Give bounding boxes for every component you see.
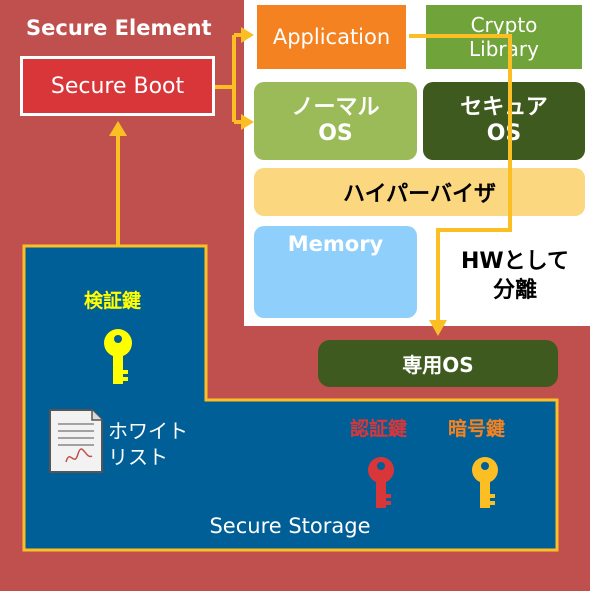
key-icon [104,329,132,384]
whitelist-line-2: リスト [108,445,168,469]
whitelist-label: ホワイト リスト [108,418,188,470]
normal-os-line-1: ノーマル [291,94,380,120]
hw-sep-line-1: HWとして [460,249,570,274]
hw-separation-label: HWとして 分離 [450,248,580,305]
key-icon [472,457,498,508]
arrow-head-dedicated-os [429,320,447,336]
arrow-head-application [241,27,254,43]
crypto-line-2: Library [469,37,539,61]
normal-os-line-2: OS [318,121,353,146]
secure-storage-label: Secure Storage [209,514,371,538]
arrow-head-normal-os [241,114,254,130]
normal-os-box: ノーマル OS [254,82,417,160]
secure-boot-box: Secure Boot [20,56,215,116]
encryption-key-label: 暗号鍵 [448,418,506,440]
hw-sep-line-2: 分離 [492,277,537,303]
dedicated-os-box: 専用OS [318,340,558,387]
memory-box: Memory [254,226,417,318]
arrow-app-to-dedicated-os [409,34,512,320]
application-box: Application [254,2,409,72]
whitelist-line-1: ホワイト [108,419,188,443]
secure-element-title: Secure Element [26,16,212,40]
hypervisor-box: ハイパーバイザ [254,168,585,216]
secure-os-line-2: OS [486,121,522,146]
secure-os-line-1: セキュア [460,94,548,120]
verification-key-label: 検証鍵 [84,290,142,312]
crypto-line-1: Crypto [470,13,538,37]
arrow-head-up [109,121,127,136]
authentication-key-label: 認証鍵 [350,418,408,440]
document-icon [49,409,103,473]
secure-os-box: セキュア OS [423,82,585,160]
secure-storage-region [22,244,559,552]
key-icon [368,457,394,508]
